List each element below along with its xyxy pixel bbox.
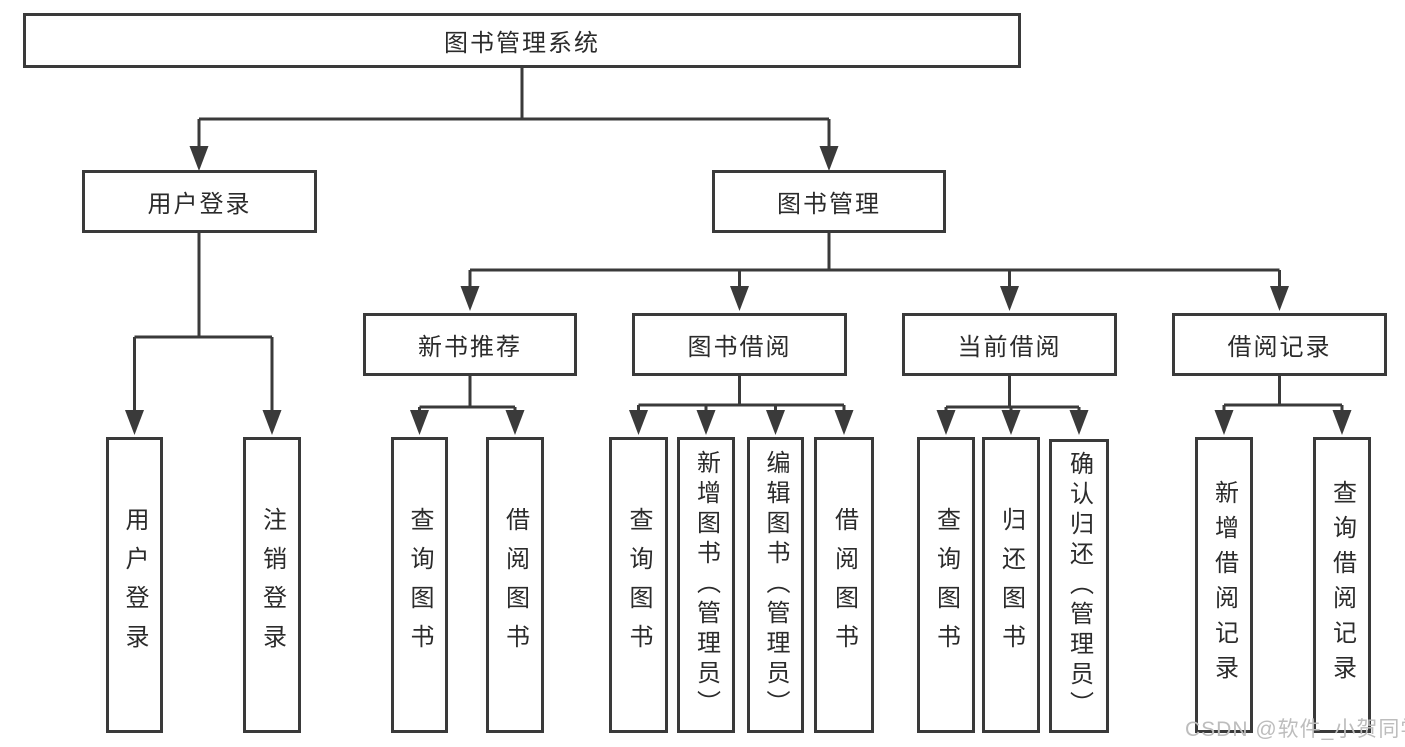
- connector-borrowing-to-leaves: [629, 376, 854, 435]
- connector-root-to-level2: [189, 68, 839, 171]
- connector-userlogin-to-leaves: [125, 233, 282, 435]
- node-borrow-records: 借阅记录: [1172, 313, 1387, 376]
- connector-bookmgmt-to-level3: [460, 233, 1289, 311]
- leaf-query-books-1: 查询图书: [391, 437, 448, 733]
- leaf-query-borrow-record-label: 查询借阅记录: [1328, 480, 1356, 690]
- leaf-query-books-1-label: 查询图书: [406, 507, 433, 663]
- leaf-query-books-2: 查询图书: [609, 437, 668, 733]
- leaf-borrow-books-1-label: 借阅图书: [501, 507, 529, 663]
- leaf-borrow-books-2: 借阅图书: [814, 437, 874, 733]
- leaf-edit-books-admin: 编辑图书（管理员）: [747, 437, 804, 733]
- leaf-borrow-books-2-label: 借阅图书: [830, 507, 858, 663]
- node-new-book-recommend: 新书推荐: [363, 313, 577, 376]
- node-root-label: 图书管理系统: [444, 30, 600, 57]
- connector-current-to-leaves: [936, 376, 1089, 435]
- connector-newbooks-to-leaves: [410, 376, 525, 435]
- node-user-login: 用户登录: [82, 170, 317, 233]
- leaf-query-books-3-label: 查询图书: [932, 507, 960, 663]
- leaf-logout-label: 注销登录: [258, 507, 286, 663]
- leaf-logout: 注销登录: [243, 437, 301, 733]
- leaf-edit-books-admin-label: 编辑图书（管理员）: [762, 450, 789, 720]
- leaf-confirm-return-admin-label: 确认归还（管理员）: [1065, 451, 1093, 721]
- connector-records-to-leaves: [1214, 376, 1352, 435]
- node-current-borrowing-label: 当前借阅: [957, 334, 1062, 361]
- node-user-login-label: 用户登录: [147, 191, 252, 218]
- leaf-add-borrow-record: 新增借阅记录: [1195, 437, 1253, 733]
- leaf-query-borrow-record: 查询借阅记录: [1313, 437, 1371, 733]
- leaf-borrow-books-1: 借阅图书: [486, 437, 544, 733]
- leaf-user-login-label: 用户登录: [121, 507, 148, 663]
- node-current-borrowing: 当前借阅: [902, 313, 1117, 376]
- leaf-return-books-label: 归还图书: [997, 507, 1025, 663]
- node-book-borrowing-label: 图书借阅: [687, 334, 792, 361]
- leaf-query-books-2-label: 查询图书: [625, 507, 652, 663]
- leaf-add-borrow-record-label: 新增借阅记录: [1210, 480, 1238, 690]
- node-book-management: 图书管理: [712, 170, 946, 233]
- leaf-return-books: 归还图书: [982, 437, 1040, 733]
- node-book-borrowing: 图书借阅: [632, 313, 847, 376]
- node-new-book-recommend-label: 新书推荐: [418, 334, 522, 361]
- csdn-watermark: CSDN @软件_小贺同学: [1185, 718, 1405, 741]
- node-borrow-records-label: 借阅记录: [1227, 334, 1332, 361]
- leaf-confirm-return-admin: 确认归还（管理员）: [1049, 439, 1109, 733]
- leaf-user-login: 用户登录: [106, 437, 163, 733]
- leaf-add-books-admin: 新增图书（管理员）: [677, 437, 735, 733]
- leaf-query-books-3: 查询图书: [917, 437, 975, 733]
- node-book-management-label: 图书管理: [777, 191, 881, 218]
- node-root: 图书管理系统: [23, 13, 1021, 68]
- leaf-add-books-admin-label: 新增图书（管理员）: [692, 450, 720, 720]
